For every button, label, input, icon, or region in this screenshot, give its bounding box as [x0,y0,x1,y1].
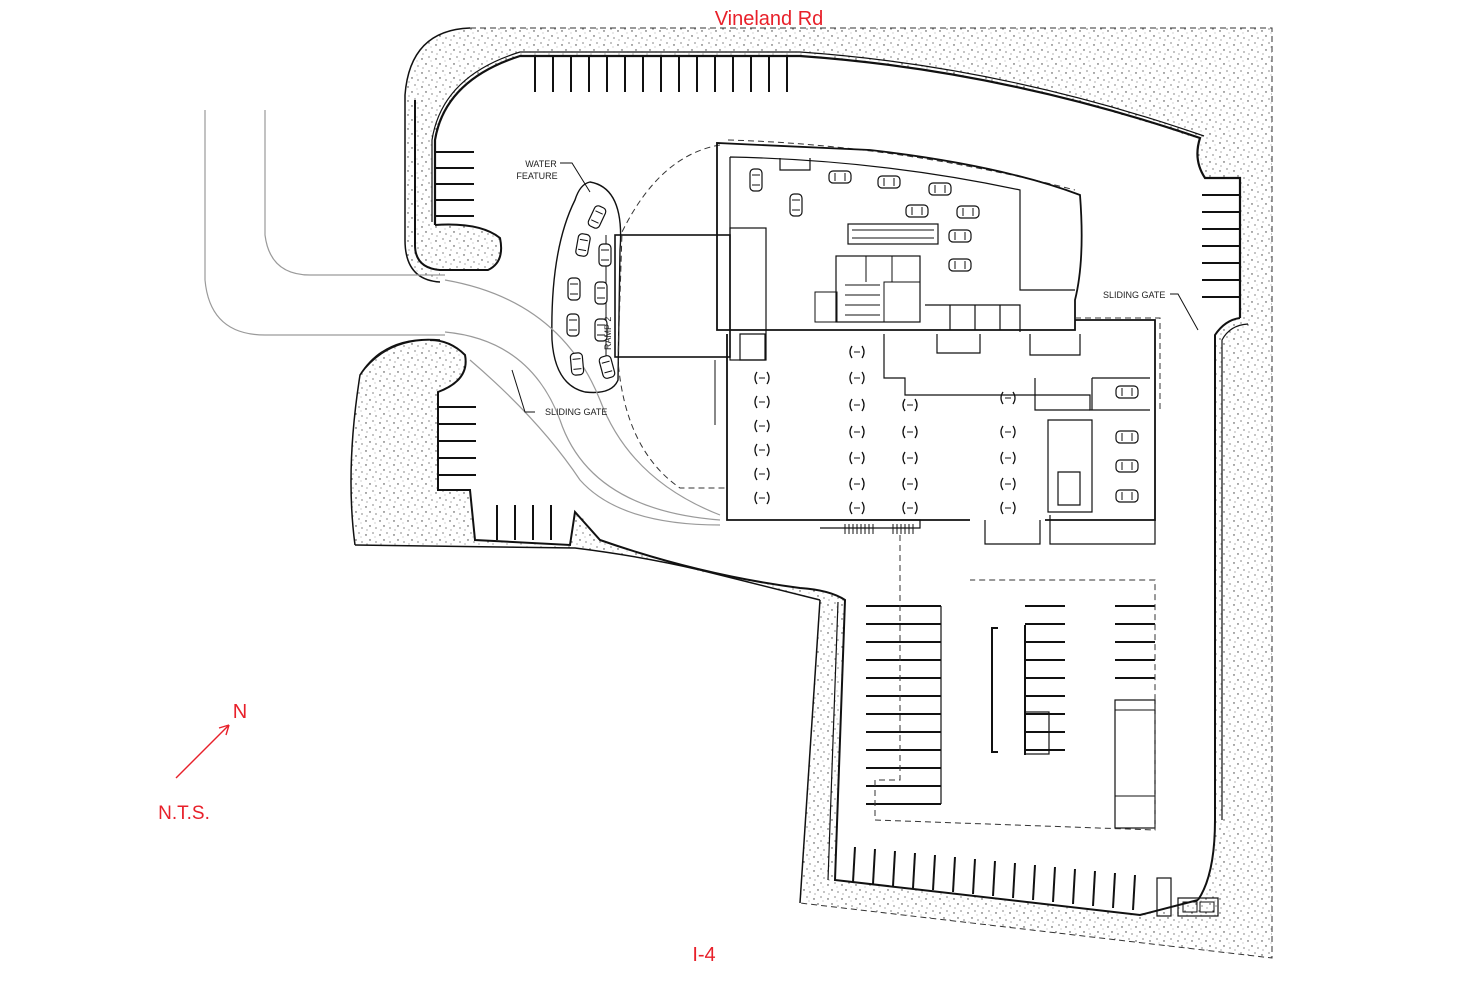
cars [566,168,1139,503]
stalls-southwest-row [496,505,552,540]
water-feature-island [551,181,622,394]
entry-canopy [614,234,731,358]
leaders [511,162,1199,413]
stalls-north-row [534,56,788,92]
drive-aisle-curbs [359,51,1249,917]
stalls-east-row [1202,194,1240,298]
stalls-south-lot-left [866,605,942,805]
north-label: N [233,701,247,723]
perimeter-landscape [351,28,1272,958]
building [605,139,1161,831]
scale-label: N.T.S. [158,803,210,824]
stalls-south-row [852,846,1136,911]
building-outline [716,142,1083,331]
stair [844,524,914,534]
road-label-north: Vineland Rd [715,8,824,30]
parking-stalls [435,56,1240,911]
north-arrow-icon [175,724,230,779]
entry-roads [204,110,721,526]
ramp-label: RAMP 2 [603,317,613,350]
stalls-west-upper [435,151,474,217]
water-feature-label-2: FEATURE [516,171,557,181]
water-feature-label-1: WATER [525,159,557,169]
stalls-west-lower [438,406,476,476]
sliding-gate-label-east: SLIDING GATE [1103,290,1165,300]
stalls-south-lot-middle [991,605,1065,755]
dumpster-enclosure [1156,877,1219,917]
landscape-areas [351,28,1272,958]
sliding-gate-label-west: SLIDING GATE [545,407,607,417]
garage-bays [754,345,1016,515]
road-label-south: I-4 [692,944,715,966]
stalls-south-lot-right [1114,605,1156,829]
